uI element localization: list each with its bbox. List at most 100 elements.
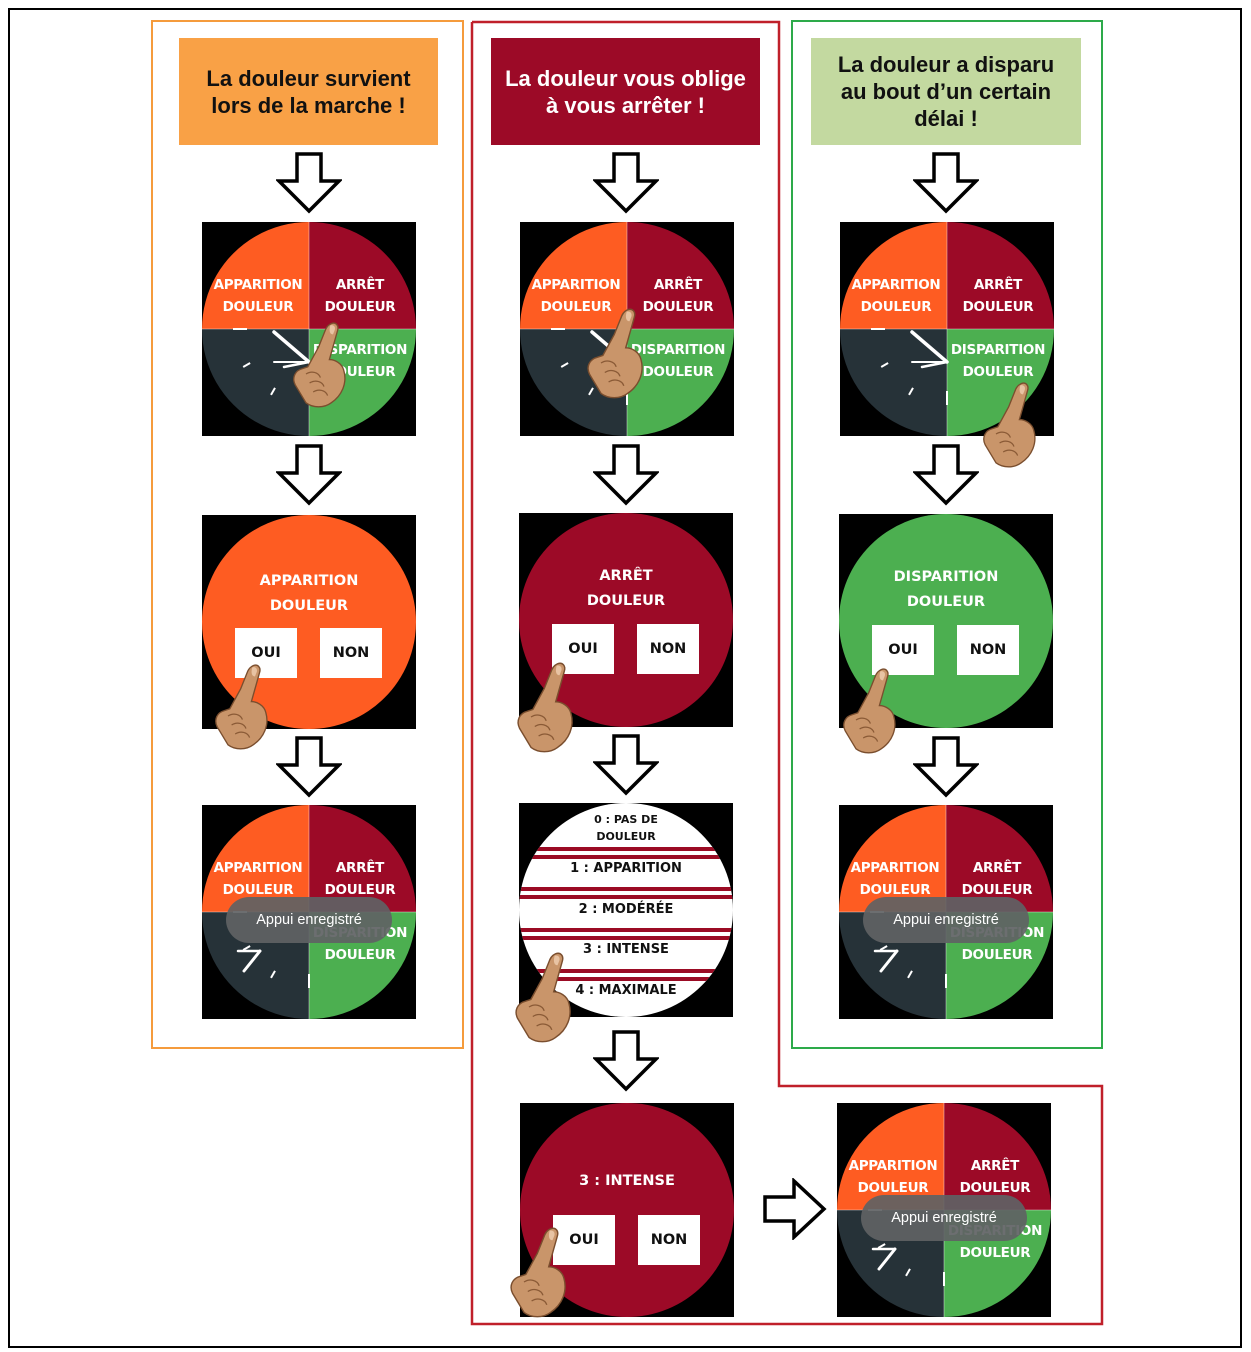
quadrant-label-line: DOULEUR — [961, 947, 1033, 963]
quadrant-label-line: DISPARITION — [630, 342, 726, 358]
arrow-down-icon — [593, 734, 659, 796]
pain-level-label: 2 : MODÉRÉE — [578, 902, 674, 917]
watch-face: APPARITIONDOULEURARRÊTDOULEURDISPARITION… — [839, 805, 1053, 1019]
no-button[interactable]: NON — [320, 628, 382, 678]
toast-message: Appui enregistré — [226, 897, 392, 943]
quadrant-label-line: ARRÊT — [335, 860, 385, 876]
no-button[interactable]: NON — [637, 624, 699, 674]
pain-level-label: 3 : INTENSE — [583, 942, 669, 957]
quadrant-arret-button[interactable]: ARRÊT DOULEUR — [308, 857, 412, 901]
quadrant-label-line: DOULEUR — [324, 947, 396, 963]
quadrant-label-line: ARRÊT — [973, 277, 1023, 293]
confirm-title-line: 3 : INTENSE — [579, 1173, 675, 1189]
arrow-down-icon — [276, 736, 342, 798]
scale-separator — [519, 936, 733, 940]
arrow-down-icon — [913, 444, 979, 506]
quadrant-label-line: APPARITION — [851, 277, 941, 293]
quadrant-label-line: DOULEUR — [857, 1180, 929, 1196]
column-border-apparition — [151, 20, 464, 1049]
yes-button[interactable]: OUI — [553, 1215, 615, 1265]
pain-level-label: 0 : PAS DE — [594, 813, 658, 826]
confirm-title-line: APPARITION — [259, 573, 359, 589]
no-button[interactable]: NON — [638, 1215, 700, 1265]
quadrant-apparition-button[interactable]: APPARITION DOULEUR — [844, 274, 948, 318]
quadrant-label-line: DOULEUR — [860, 299, 932, 315]
quadrant-label-line: DOULEUR — [859, 882, 931, 898]
quadrant-label-line: DOULEUR — [959, 1245, 1031, 1261]
quadrant-label-line: DOULEUR — [961, 882, 1033, 898]
toast-message: Appui enregistré — [863, 897, 1029, 943]
clock-icon — [910, 330, 949, 369]
scale-separator — [519, 969, 733, 973]
watch-face: APPARITIONDOULEURARRÊTDOULEURDISPARITION… — [837, 1103, 1051, 1317]
pain-level-option[interactable]: 0 : PAS DE DOULEUR — [519, 811, 733, 845]
pain-level-label: 1 : APPARITION — [570, 861, 682, 876]
yes-button[interactable]: OUI — [235, 628, 297, 678]
pain-level-option[interactable]: 3 : INTENSE — [519, 942, 733, 957]
scale-separator — [519, 847, 733, 851]
quadrant-label-line: DOULEUR — [222, 882, 294, 898]
confirm-title-line: DOULEUR — [269, 598, 349, 614]
column-border-disparition — [791, 20, 1103, 1049]
scale-separator — [519, 928, 733, 932]
arrow-down-icon — [276, 152, 342, 214]
yes-button[interactable]: OUI — [872, 625, 934, 675]
pointing-hand-icon — [215, 664, 268, 750]
arrow-right-icon — [763, 1178, 827, 1240]
column-header-apparition: La douleur survient lors de la marche ! — [179, 38, 438, 145]
scale-separator — [519, 855, 733, 859]
confirm-title-line: ARRÊT — [599, 568, 653, 584]
confirm-title-line: DISPARITION — [893, 569, 999, 585]
pain-level-label: 4 : MAXIMALE — [575, 983, 677, 998]
quadrant-label-line: DOULEUR — [324, 882, 396, 898]
quadrant-disparition-button[interactable]: DISPARITION DOULEUR — [626, 339, 730, 383]
quadrant-label-line: APPARITION — [848, 1158, 938, 1174]
quadrant-label-line: ARRÊT — [335, 277, 385, 293]
quadrant-label-line: DOULEUR — [962, 364, 1034, 380]
figure-frame — [8, 8, 1242, 1348]
quadrant-arret-button[interactable]: ARRÊT DOULEUR — [626, 274, 730, 318]
quadrant-label-line: APPARITION — [213, 277, 303, 293]
scale-separator — [519, 895, 733, 899]
pointing-hand-icon — [510, 1227, 566, 1318]
pain-level-option[interactable]: 4 : MAXIMALE — [519, 983, 733, 998]
arrow-down-icon — [593, 444, 659, 506]
pointing-hand-icon — [293, 322, 346, 408]
arrow-down-icon — [913, 152, 979, 214]
confirm-title: 3 : INTENSE — [520, 1169, 734, 1194]
pointing-hand-icon — [983, 382, 1036, 468]
pain-level-option[interactable]: 1 : APPARITION — [519, 861, 733, 876]
toast-message: Appui enregistré — [861, 1195, 1027, 1241]
pointing-hand-icon — [843, 668, 896, 754]
quadrant-arret-button[interactable]: ARRÊT DOULEUR — [945, 857, 1049, 901]
column-header-arret: La douleur vous oblige à vous arrêter ! — [491, 38, 760, 145]
quadrant-label-line: ARRÊT — [653, 277, 703, 293]
arrow-down-icon — [593, 152, 659, 214]
quadrant-label-line: DOULEUR — [642, 299, 714, 315]
clock-icon — [272, 330, 311, 369]
clock-icon — [871, 1247, 897, 1271]
clock-icon — [236, 949, 262, 973]
quadrant-label-line: APPARITION — [531, 277, 621, 293]
quadrant-label-line: DOULEUR — [642, 364, 714, 380]
quadrant-label-line: ARRÊT — [972, 860, 1022, 876]
quadrant-apparition-button[interactable]: APPARITION DOULEUR — [841, 1155, 945, 1199]
watch-face: APPARITIONDOULEURARRÊTDOULEURDISPARITION… — [202, 805, 416, 1019]
pointing-hand-icon — [515, 952, 571, 1043]
pain-level-label: DOULEUR — [596, 830, 656, 843]
arrow-down-icon — [593, 1030, 659, 1092]
no-button[interactable]: NON — [957, 625, 1019, 675]
pointing-hand-icon — [517, 662, 573, 753]
pain-level-option[interactable]: 2 : MODÉRÉE — [519, 902, 733, 917]
